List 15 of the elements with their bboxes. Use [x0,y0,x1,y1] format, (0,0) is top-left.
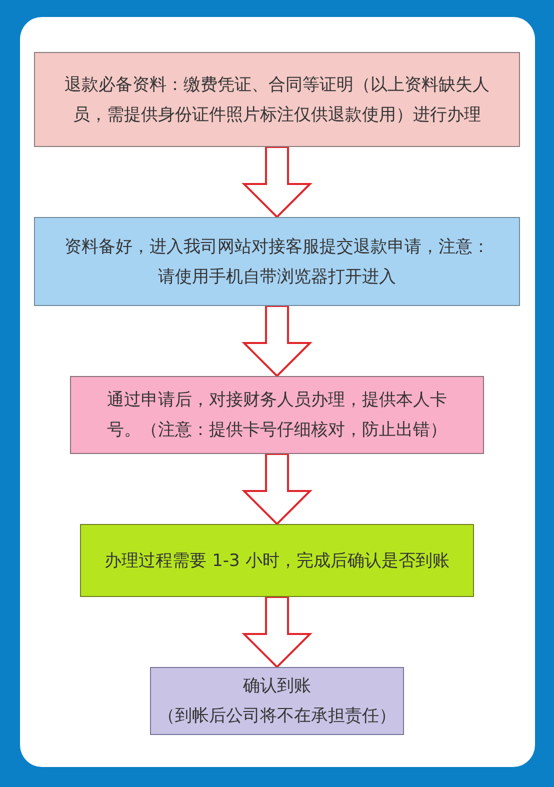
arrow [242,146,312,218]
step-text: 退款必备资料：缴费凭证、合同等证明（以上资料缺失人员，需提供身份证件照片标注仅供退款使用）进行办理 [64,74,490,126]
step-text: 确认到账 [243,675,311,698]
arrow [242,596,312,668]
process-box [34,52,520,147]
arrow [242,453,312,526]
process-box [80,524,474,597]
step-text: （到帐后公司将不在承担责任） [158,705,396,728]
process-box [150,667,404,735]
process-box [34,217,520,306]
step-text: 通过申请后，对接财务人员办理，提供本人卡号。（注意：提供卡号仔细核对，防止出错） [106,389,448,442]
process-box [70,376,484,454]
step-text: 办理过程需要 1-3 小时，完成后确认是否到账 [104,550,450,572]
arrow [242,305,312,378]
step-text: 资料备好，进入我司网站对接客服提交退款申请，注意：请使用手机自带浏览器打开进入 [64,236,490,288]
